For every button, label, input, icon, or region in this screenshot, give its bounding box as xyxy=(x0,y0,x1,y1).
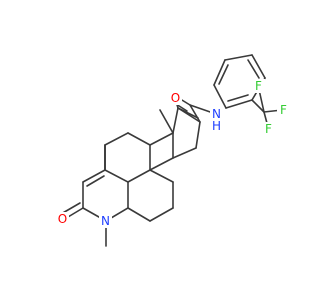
structure-diagram: O N H F F F O N xyxy=(56,54,290,247)
bond xyxy=(213,84,227,109)
bond xyxy=(127,207,151,222)
bond xyxy=(127,132,151,146)
bond xyxy=(224,54,253,61)
atom-layer: O N H F F F O N xyxy=(56,79,290,228)
bond xyxy=(104,169,129,183)
atom-hydrogen-amide: H xyxy=(212,119,221,133)
molecule-canvas: O N H F F F O N xyxy=(56,54,290,247)
bond xyxy=(251,54,266,79)
bond xyxy=(172,147,197,159)
bond xyxy=(195,121,201,149)
bond-layer xyxy=(60,54,283,247)
bond xyxy=(149,169,174,183)
bond xyxy=(149,207,174,222)
bond xyxy=(225,99,253,109)
bond xyxy=(227,94,249,102)
bond xyxy=(251,99,265,113)
bond xyxy=(177,107,199,119)
bond xyxy=(175,103,188,112)
atom-fluorine-right: F xyxy=(280,103,287,117)
bond xyxy=(127,169,151,183)
bond xyxy=(189,104,201,123)
atom-nitrogen-lactam: N xyxy=(101,214,110,228)
atom-fluorine-bottom: F xyxy=(265,122,272,136)
bond xyxy=(159,109,174,134)
bond xyxy=(247,59,260,79)
atom-oxygen-amide: O xyxy=(171,91,180,105)
bond xyxy=(82,169,106,183)
bond xyxy=(149,132,174,146)
bond xyxy=(213,59,226,86)
bond xyxy=(149,157,174,171)
atom-oxygen-lactam: O xyxy=(58,212,67,226)
bond xyxy=(104,132,129,146)
bond xyxy=(86,175,105,187)
atom-fluorine-top: F xyxy=(255,79,262,93)
atom-nitrogen-amide: N xyxy=(212,107,221,121)
bond xyxy=(218,64,229,85)
bond xyxy=(172,107,179,134)
